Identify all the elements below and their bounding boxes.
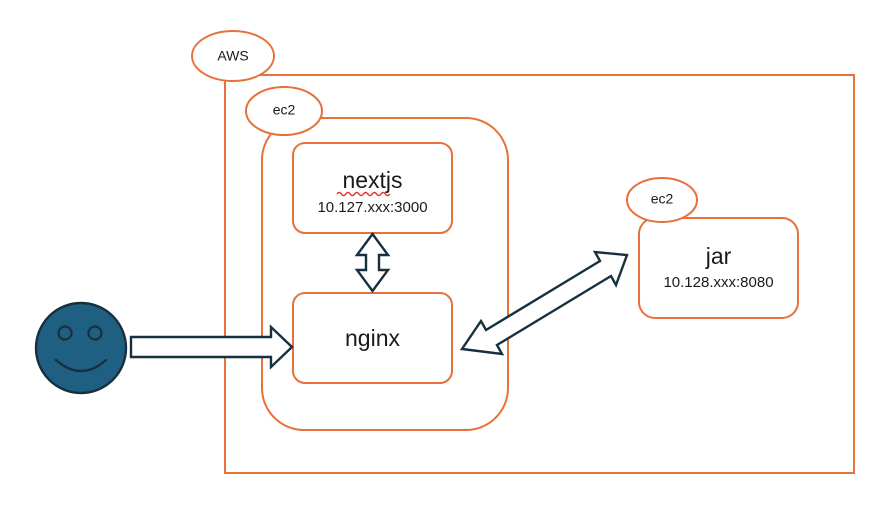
aws-boundary-box[interactable] xyxy=(224,74,855,474)
spellcheck-underline-icon xyxy=(336,191,391,197)
user-actor-right-eye-icon xyxy=(87,325,103,341)
connection-user-to-nginx-arrow[interactable] xyxy=(129,324,294,370)
aws-tag-ellipse[interactable] xyxy=(191,30,275,82)
ec2-web-tag-ellipse[interactable] xyxy=(245,86,323,136)
connection-nextjs-nginx-arrow[interactable] xyxy=(354,231,391,294)
nextjs-node-subtitle: 10.127.xxx:3000 xyxy=(317,199,427,216)
ec2-app-tag-label: ec2 xyxy=(651,191,674,207)
aws-tag-label: AWS xyxy=(217,48,248,64)
user-actor-mouth-icon xyxy=(54,358,108,373)
ec2-app-tag-ellipse[interactable] xyxy=(626,177,698,223)
jar-node-title: jar xyxy=(705,243,732,269)
user-actor-left-eye-icon xyxy=(57,325,73,341)
user-actor-face-icon[interactable] xyxy=(34,301,128,395)
connection-nginx-jar-arrow[interactable] xyxy=(459,250,629,356)
ec2-web-container[interactable] xyxy=(261,117,509,431)
ec2-web-tag-label: ec2 xyxy=(273,102,296,118)
jar-node-subtitle: 10.128.xxx:8080 xyxy=(663,274,773,291)
nextjs-node-title: nextjs xyxy=(342,167,402,193)
jar-node-box[interactable] xyxy=(638,217,799,319)
nginx-node-title: nginx xyxy=(345,325,400,351)
